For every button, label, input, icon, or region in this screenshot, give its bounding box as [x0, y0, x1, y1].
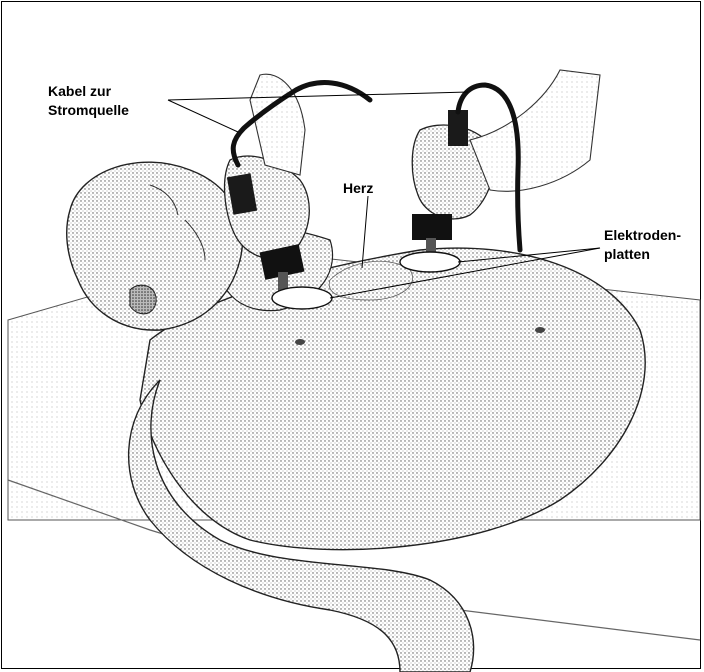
chest-mark	[295, 339, 305, 345]
leader-kabel-left	[168, 100, 238, 132]
leader-kabel-right	[168, 92, 468, 100]
label-elektroden-line2: platten	[604, 245, 681, 264]
right-electrode-plate	[400, 252, 460, 272]
chest-mark	[535, 327, 545, 333]
right-paddle-handle	[448, 110, 468, 146]
label-elektrodenplatten: Elektroden- platten	[604, 226, 681, 264]
label-kabel-line1: Kabel zur	[48, 82, 129, 101]
label-kabel-zur-stromquelle: Kabel zur Stromquelle	[48, 82, 129, 120]
label-herz: Herz	[343, 179, 373, 198]
label-kabel-line2: Stromquelle	[48, 101, 129, 120]
label-elektroden-line1: Elektroden-	[604, 226, 681, 245]
leader-herz	[362, 196, 368, 268]
patient-ear	[130, 285, 156, 314]
left-electrode-plate	[272, 287, 332, 309]
right-paddle-body	[412, 214, 452, 240]
